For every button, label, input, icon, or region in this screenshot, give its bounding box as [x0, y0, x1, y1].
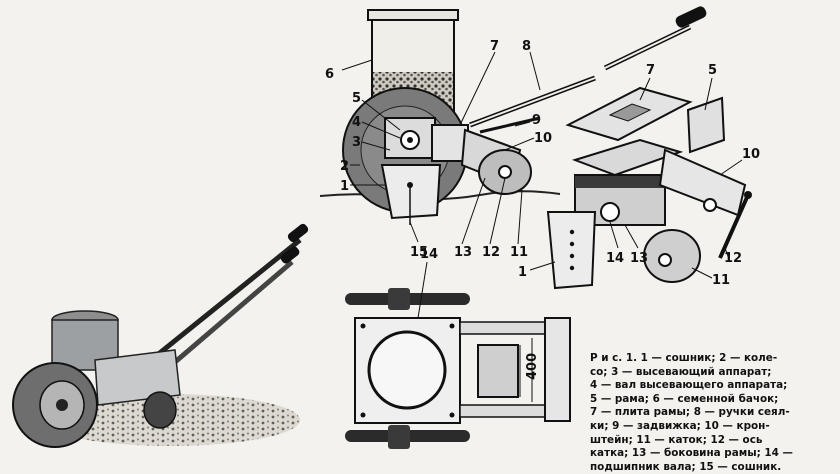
slide-gate — [479, 116, 541, 134]
handle-grip-2 — [280, 246, 300, 264]
caption-line-9: подшипник вала; 15 — сошник. — [590, 460, 782, 473]
label-8: 8 — [522, 39, 531, 54]
roller-hub — [658, 253, 672, 267]
caption-line-3: 4 — вал высевающего аппарата; — [590, 379, 788, 392]
label-13: 13 — [454, 245, 472, 260]
top-hub-upper — [388, 288, 410, 310]
coulter-section — [380, 164, 442, 220]
label-11: 11 — [510, 245, 528, 260]
label-9: 9 — [532, 113, 541, 128]
shaft-center — [407, 137, 413, 143]
label-5: 5 — [352, 91, 361, 106]
top-hopper-ring — [367, 330, 447, 410]
label-exploded-5: 5 — [708, 63, 717, 78]
label-exploded-13: 13 — [630, 251, 648, 266]
label-exploded-10: 10 — [742, 147, 760, 162]
exploded-view: 7 5 10 1 14 13 12 11 — [518, 63, 760, 290]
handle-grip-1 — [287, 223, 309, 243]
caption-line-2: со; 3 — высевающий аппарат; — [590, 365, 772, 378]
label-3: 3 — [352, 135, 361, 150]
coulter-holes — [569, 229, 575, 271]
caption-line-7: штейн; 11 — каток; 12 — ось — [590, 433, 763, 446]
handle-bar-1-inner — [469, 77, 596, 126]
side-panel — [686, 96, 726, 154]
top-hub-lower — [388, 425, 410, 449]
label-2: 2 — [340, 159, 349, 174]
label-exploded-11: 11 — [712, 273, 730, 288]
hopper-rim — [367, 9, 459, 21]
roller-exploded — [643, 229, 701, 283]
caption-line-1: Р и с. 1. 1 — сошник; 2 — коле- — [590, 352, 778, 364]
label-12: 12 — [482, 245, 500, 260]
top-roller — [477, 344, 519, 398]
label-exploded-7: 7 — [646, 63, 655, 78]
label-4: 4 — [352, 115, 361, 130]
leader-lines-section — [341, 51, 541, 245]
label-15: 15 — [410, 245, 428, 260]
top-frame-bolts — [360, 323, 455, 418]
wheel-axle — [56, 399, 68, 411]
frame-perspective — [94, 349, 181, 406]
figure-caption: Р и с. 1. 1 — сошник; 2 — коле- со; 3 — … — [590, 352, 830, 474]
label-6: 6 — [325, 67, 334, 82]
axle-end — [744, 191, 752, 199]
top-view: 400 14 — [345, 247, 571, 449]
label-7: 7 — [490, 39, 499, 54]
label-top-14: 14 — [420, 247, 438, 262]
handle-bar-2-inner — [604, 26, 691, 69]
label-exploded-14: 14 — [606, 251, 624, 266]
coulter-exploded — [546, 211, 597, 290]
roller-axle-exploded — [718, 194, 750, 259]
caption-line-8: катка; 13 — боковина рамы; 14 — — [590, 447, 793, 460]
caption-line-4: 5 — рама; 6 — семенной бачок; — [590, 392, 779, 405]
seeder-diagram: 6 5 4 3 2 1 7 8 9 10 15 13 12 11 — [12, 6, 760, 449]
frame-box-top — [571, 138, 684, 177]
label-1: 1 — [340, 179, 349, 194]
handle-grip-section — [675, 6, 707, 28]
caption-line-6: ки; 9 — задвижка; 10 — крон- — [590, 419, 770, 432]
label-exploded-12: 12 — [724, 251, 742, 266]
top-end-plate — [544, 317, 571, 422]
label-10: 10 — [534, 131, 552, 146]
bracket-hole — [703, 198, 717, 212]
roller-perspective — [143, 391, 177, 429]
plate-slot — [608, 103, 652, 122]
leader-top-14 — [417, 261, 428, 319]
roller-axle — [498, 165, 512, 179]
label-exploded-1: 1 — [518, 265, 527, 280]
caption-line-5: 7 — плита рамы; 8 — ручки сеял- — [590, 406, 790, 419]
leader-lines-exploded — [529, 77, 743, 279]
frame-band — [575, 176, 665, 188]
perspective-sketch — [12, 223, 309, 448]
bearing-14 — [600, 202, 620, 222]
bracket-exploded — [658, 148, 747, 217]
section-view: 6 5 4 3 2 1 7 8 9 10 15 13 12 11 — [319, 6, 707, 260]
dimension-label: 400 — [525, 353, 540, 380]
